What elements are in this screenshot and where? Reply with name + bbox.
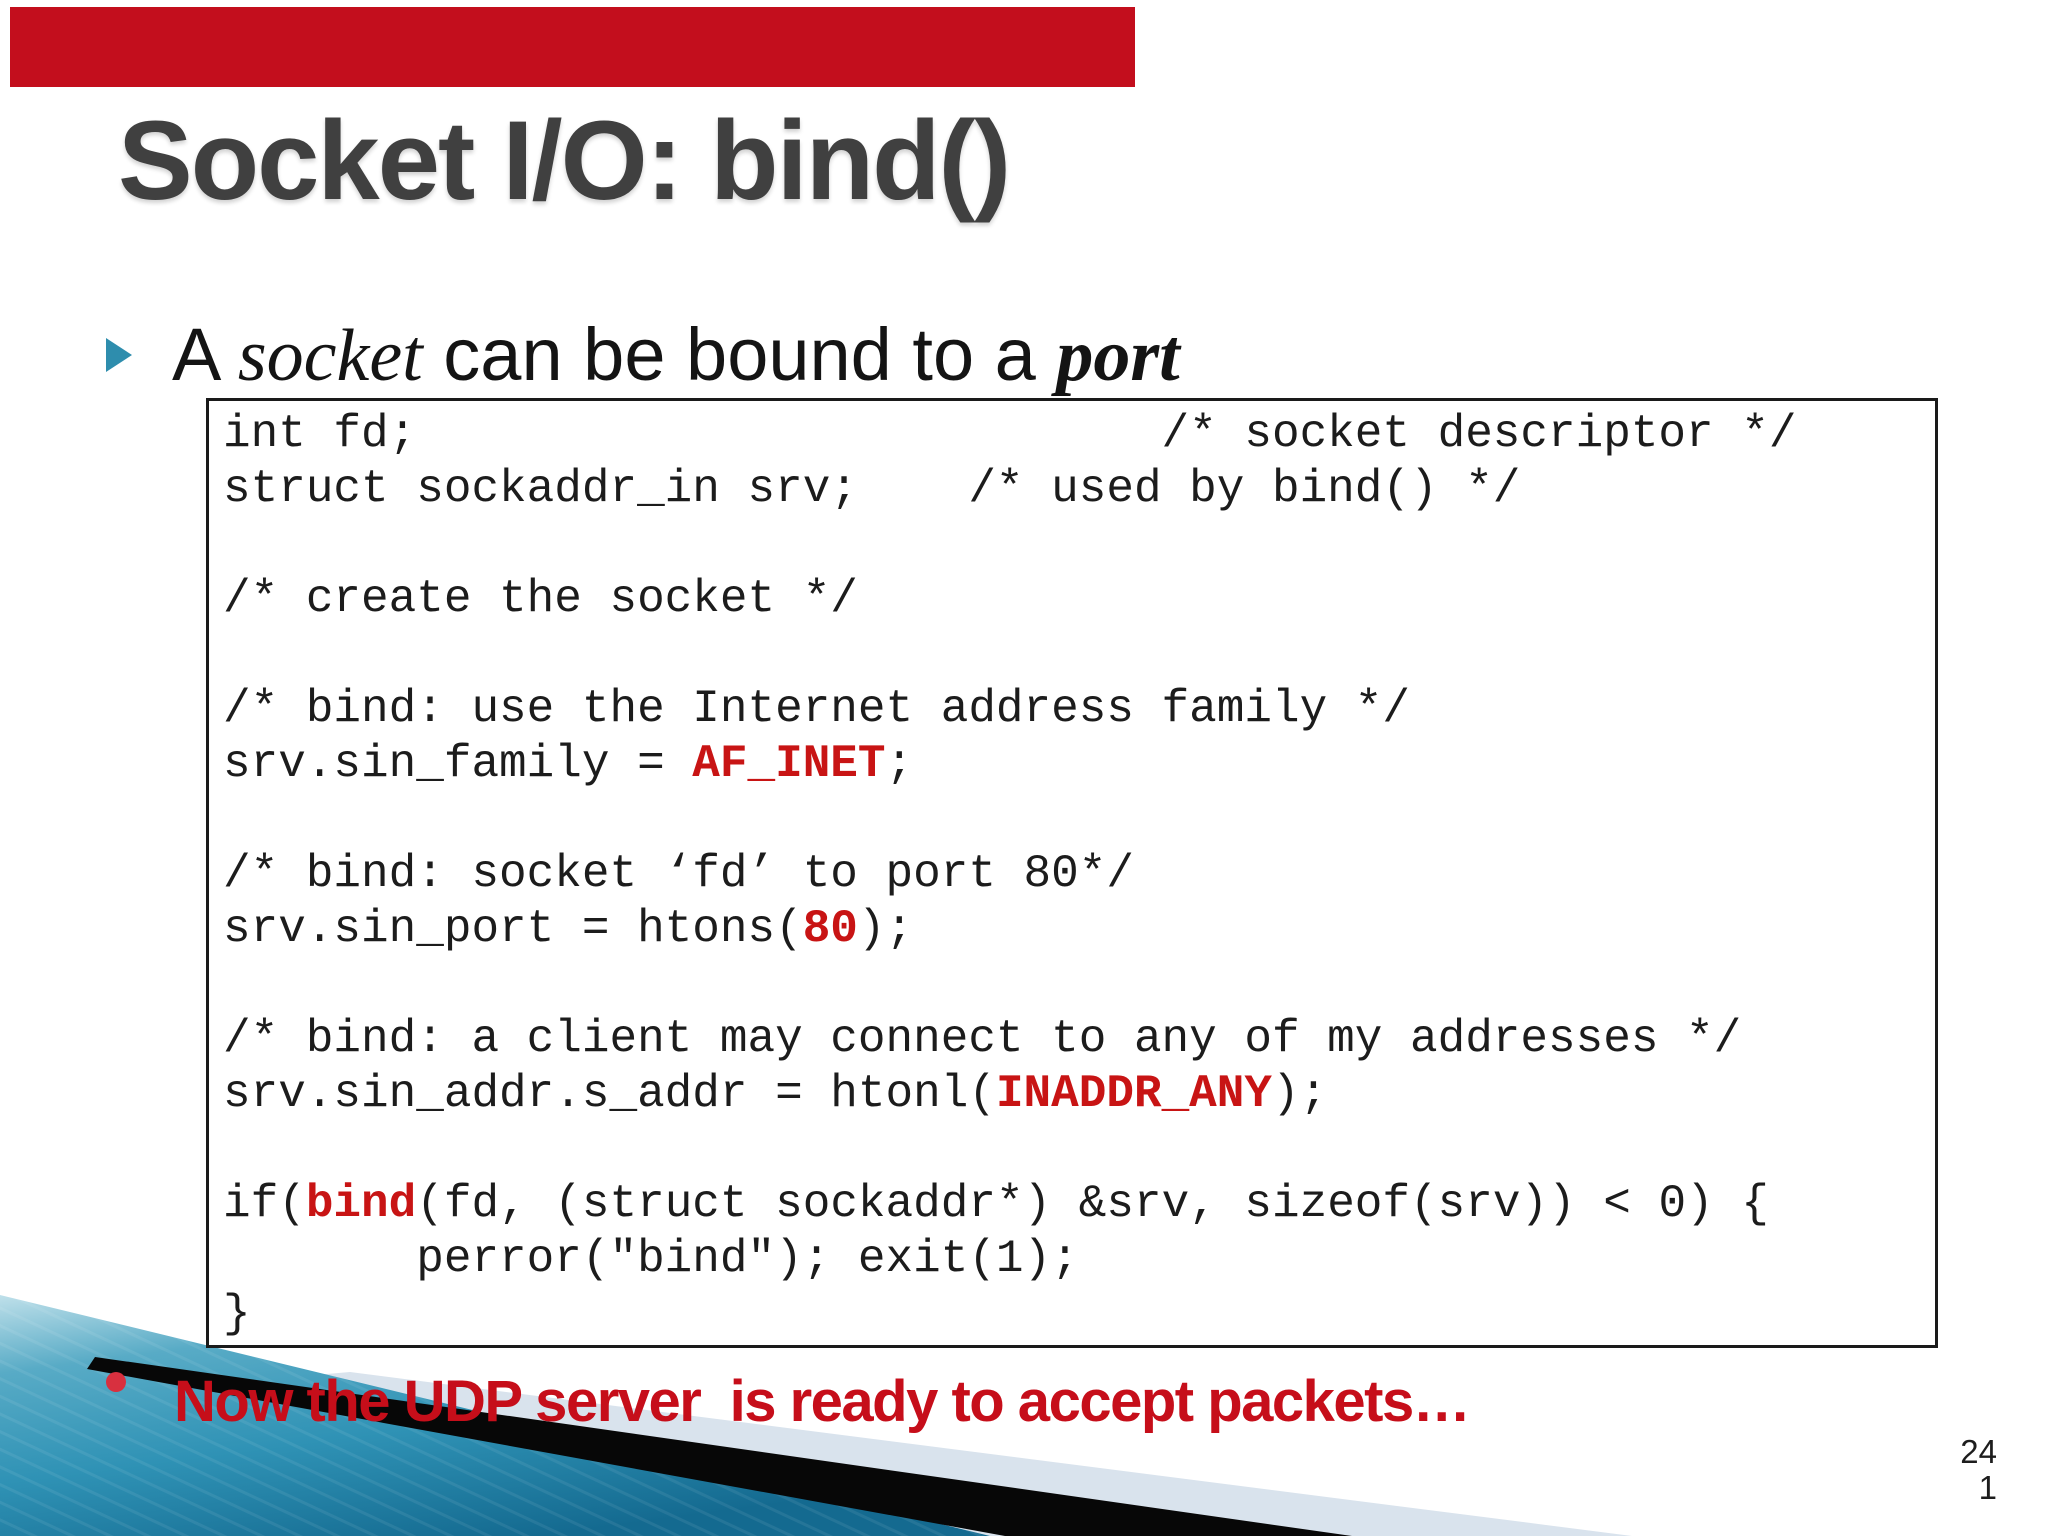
slide-title: Socket I/O: bind() [118,98,1011,223]
note-text: Now the UDP server is ready to accept pa… [174,1369,1471,1434]
code-line [223,1122,1935,1177]
heading-emphasis-port: port [1056,315,1180,397]
code-block: int fd; /* socket descriptor */struct so… [209,401,1935,1342]
code-line: srv.sin_family = AF_INET; [223,738,914,790]
page-number: 24 1 [1960,1434,1997,1506]
heading-middle: can be bound to a [422,313,1057,396]
bullet-triangle-icon [106,338,132,372]
heading-text: A socket can be bound to a port [172,312,1180,399]
code-line: if(bind(fd, (struct sockaddr*) &srv, siz… [223,1178,1769,1230]
code-line: /* create the socket */ [223,573,858,625]
top-accent-bar [10,7,1135,87]
heading-emphasis-socket: socket [237,315,423,397]
heading-prefix: A [172,313,238,396]
code-line: int fd; /* socket descriptor */ [223,408,1797,460]
code-line: /* bind: socket ‘fd’ to port 80*/ [223,848,1134,900]
black-band-shape [87,1357,1352,1536]
code-box: int fd; /* socket descriptor */struct so… [206,398,1938,1348]
code-line: srv.sin_addr.s_addr = htonl(INADDR_ANY); [223,1068,1328,1120]
note-bullet-icon [106,1372,126,1392]
code-line [223,792,1935,847]
code-line: /* bind: use the Internet address family… [223,683,1410,735]
code-line [223,517,1935,572]
page-number-primary: 24 [1960,1433,1997,1470]
code-line: perror("bind"); exit(1); [223,1233,1079,1285]
heading-row: A socket can be bound to a port [106,312,1180,399]
code-line [223,627,1935,682]
code-line: } [223,1288,251,1340]
code-line: /* bind: a client may connect to any of … [223,1013,1742,1065]
code-line: srv.sin_port = htons(80); [223,903,914,955]
code-line [223,957,1935,1012]
code-line: struct sockaddr_in srv; /* used by bind(… [223,463,1521,515]
page-number-secondary: 1 [1978,1469,1997,1506]
